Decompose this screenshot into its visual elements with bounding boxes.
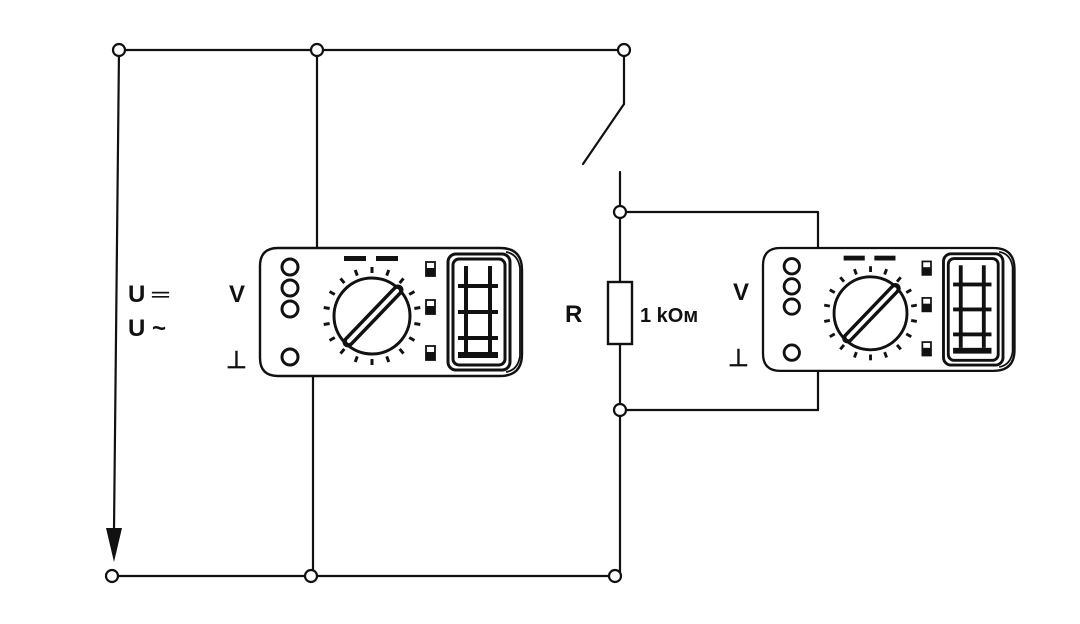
switch-blade [581,102,626,166]
resistor-value-label: 1 kOм [640,305,698,327]
source-dc-label: U ═ [128,281,170,308]
resistor-name-label: R [565,301,582,328]
node-resistor-top [612,204,628,220]
source-arrow-head [106,528,122,562]
right-meter-voltage-label: V [733,279,749,306]
source-ac-label: U ~ [128,315,166,342]
source-arrow-line [112,48,121,532]
multimeter-left [260,248,522,376]
node-top-right [616,42,632,58]
node-bottom-left [104,568,120,584]
node-bottom-right [607,568,623,584]
right-meter-ground-label: ⊥ [728,345,749,372]
node-top-mid [309,42,325,58]
left-meter-ground-label: ⊥ [226,347,247,374]
left-meter-voltage-label: V [229,281,245,308]
node-resistor-bottom [612,402,628,418]
node-bottom-mid [303,568,319,584]
multimeter-right [763,248,1015,371]
resistor-body [606,280,634,346]
node-top-left [111,42,127,58]
